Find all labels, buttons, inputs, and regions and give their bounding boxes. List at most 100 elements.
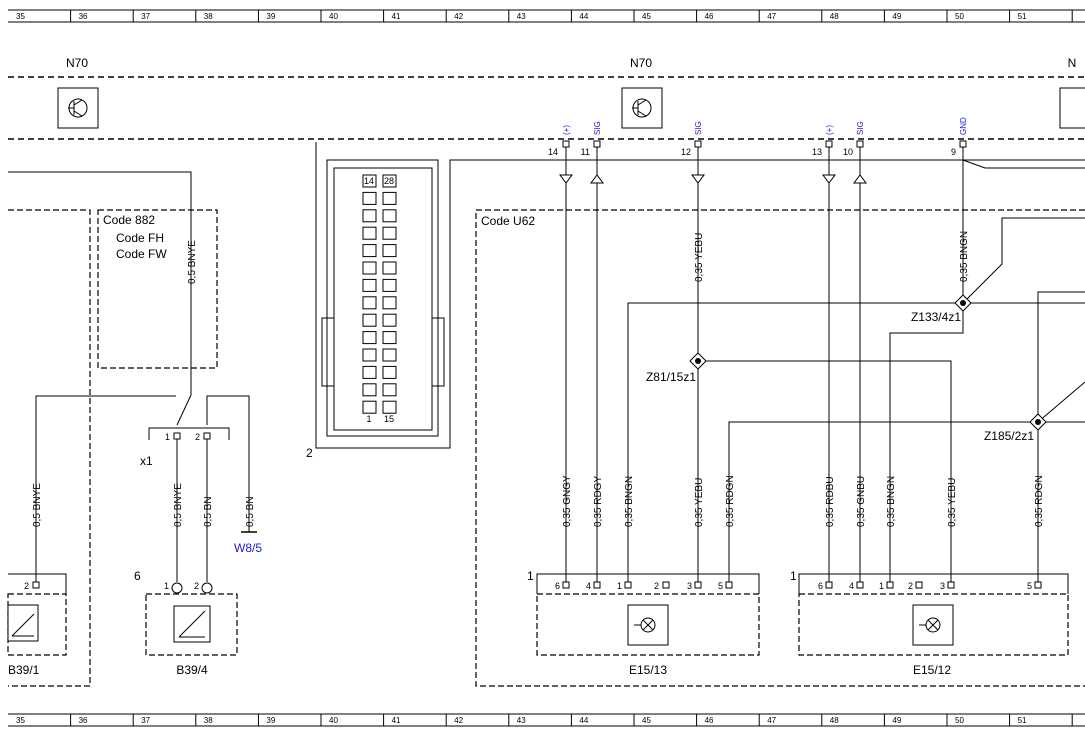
pin-number: 9 [951, 147, 956, 157]
n70-band: N70 N70 N [8, 56, 1085, 140]
connector-cavity [382, 209, 397, 223]
splice-label-z133: Z133/4z1 [911, 310, 961, 324]
connector-cavity [382, 174, 397, 188]
grid-column-number: 44 [579, 12, 588, 21]
wire-label: 0,35 YEBU [947, 478, 958, 527]
connector-cavity [382, 261, 397, 275]
signal-label: (+) [562, 125, 571, 135]
connector-cavity [362, 261, 377, 275]
module-label-n70-center: N70 [630, 56, 652, 70]
b39-1-pin: 2 [24, 581, 29, 591]
grid-column-number: 38 [204, 12, 213, 21]
component-e15-13: 1 6 4 1 2 3 5 E15/13 [527, 569, 760, 677]
grid-column-number: 49 [892, 716, 901, 725]
splice-label-z185: Z185/2z1 [984, 429, 1034, 443]
code-882-box: Code 882 Code FH Code FW [97, 209, 218, 369]
wire-label: 0,35 RDGY [593, 476, 604, 527]
grid-column-number: 35 [16, 12, 25, 21]
grid-column-number: 46 [705, 716, 714, 725]
wire-label: 0,35 YEBU [694, 233, 705, 282]
connector-cavity [362, 244, 377, 258]
e15-12-pin: 3 [940, 581, 945, 591]
connector-cavity [362, 226, 377, 240]
connector-cavity [362, 400, 377, 414]
connector-cavity [382, 348, 397, 362]
connector-cavity [382, 331, 397, 345]
pin-number: 14 [548, 147, 558, 157]
n70-pin-13: (+) 13 [812, 125, 834, 157]
code-fh-label: Code FH [116, 231, 164, 245]
n70-pin-row: (+) 14 SIG 11 SIG 12 (+) 13 SIG 10 GND 9 [548, 117, 968, 157]
wire-label: 0,35 GNBU [856, 476, 867, 527]
n70-pin-9: GND 9 [951, 117, 968, 157]
e15-12-pin: 6 [818, 581, 823, 591]
grid-column-number: 37 [141, 12, 150, 21]
b39-4-pin-1: 1 [164, 581, 169, 591]
e15-12-pin: 4 [849, 581, 854, 591]
grid-column-number: 45 [642, 716, 651, 725]
component-e15-12: 1 6 4 1 2 3 5 E15/12 [790, 569, 1069, 677]
sensor-symbol-icon [173, 605, 211, 643]
sensor-symbol-icon [7, 604, 39, 642]
e15-12-label: E15/12 [913, 663, 951, 677]
grid-column-number: 46 [705, 12, 714, 21]
code-u62-title: Code U62 [481, 214, 535, 228]
pin-number: 12 [681, 147, 691, 157]
connector-cavity [382, 244, 397, 258]
connector-face-view: 14 28 1 15 2 [306, 142, 1085, 460]
connector-cavity [362, 348, 377, 362]
code-882-title: Code 882 [103, 213, 155, 227]
wire-label: 0,35 RDGN [725, 475, 736, 527]
grid-column-number: 41 [392, 716, 401, 725]
grid-column-number: 36 [79, 716, 88, 725]
connector-cavity [382, 365, 397, 379]
x1-pin-2: 2 [195, 432, 200, 442]
connector-cavity [362, 278, 377, 292]
b39-4-pin-2: 2 [194, 581, 199, 591]
ground-label: W8/5 [234, 541, 262, 555]
signal-label: GND [959, 117, 968, 135]
e15-12-pin: 5 [1027, 581, 1032, 591]
module-label-n70-right: N [1068, 56, 1077, 70]
wire-label: 0,35 BNGN [624, 476, 635, 527]
grid-column-number: 47 [767, 12, 776, 21]
b39-4-label: B39/4 [176, 663, 208, 677]
pin-number: 13 [812, 147, 822, 157]
signal-label: SIG [856, 121, 865, 135]
grid-column-number: 40 [329, 12, 338, 21]
connector-cavity [362, 313, 377, 327]
e15-13-pin: 4 [586, 581, 591, 591]
code-fw-label: Code FW [116, 247, 167, 261]
grid-column-number: 41 [392, 12, 401, 21]
connector-cavity [362, 174, 377, 188]
wire-label: 0,35 YEBU [694, 478, 705, 527]
pin-number: 10 [843, 147, 853, 157]
e15-13-pin: 3 [687, 581, 692, 591]
e15-13-index: 1 [527, 569, 534, 583]
e15-13-label: E15/13 [629, 663, 667, 677]
e15-12-pin: 1 [879, 581, 884, 591]
connector-cavity [382, 278, 397, 292]
grid-column-number: 48 [830, 12, 839, 21]
transistor-symbol-icon [621, 87, 663, 129]
e15-13-pin: 1 [617, 581, 622, 591]
x1-pin-1: 1 [165, 432, 170, 442]
connector-cavity [362, 383, 377, 397]
e15-13-pin: 6 [555, 581, 560, 591]
cavity-label-14: 14 [364, 176, 374, 186]
module-label-n70-left: N70 [66, 56, 88, 70]
signal-label: SIG [593, 121, 602, 135]
grid-column-number: 44 [579, 716, 588, 725]
connector-cavity [362, 209, 377, 223]
e15-13-pin: 5 [718, 581, 723, 591]
signal-label: SIG [694, 121, 703, 135]
connector-cavity [362, 331, 377, 345]
wire-label: 0,35 BNGN [959, 231, 970, 282]
grid-column-number: 49 [892, 12, 901, 21]
grid-column-number: 50 [955, 716, 964, 725]
lamp-symbol-icon [627, 604, 669, 646]
right-wiring: 0,35 YEBU 0,35 BNGN Z133/4z1 Z81/15z1 Z1… [559, 147, 1085, 582]
lamp-symbol-icon [912, 604, 954, 646]
